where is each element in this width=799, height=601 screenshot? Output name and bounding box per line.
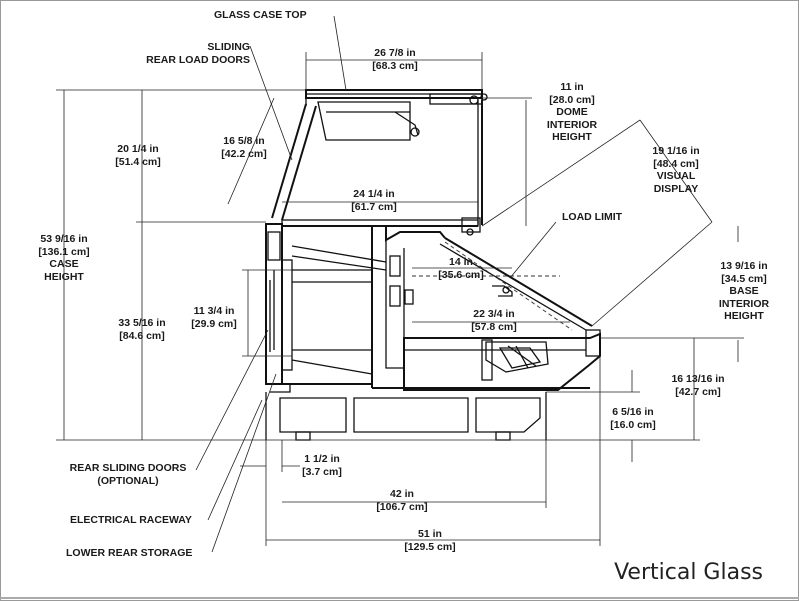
six-five-cm: [16.0 cm] bbox=[610, 418, 656, 431]
one-half-in: 1 1/2 in bbox=[304, 453, 340, 465]
storage-cm: [29.9 cm] bbox=[191, 317, 237, 330]
forty-two-in: 42 in bbox=[390, 488, 414, 500]
case-line-2: HEIGHT bbox=[44, 270, 84, 283]
fourteen-cm: [35.6 cm] bbox=[438, 268, 484, 281]
lower-cm: [84.6 cm] bbox=[119, 329, 165, 342]
sliding-rear-line-1: SLIDING bbox=[207, 41, 250, 53]
case-cm: [136.1 cm] bbox=[38, 245, 90, 258]
storage-height-dimension: 11 3/4 in [29.9 cm] bbox=[180, 305, 248, 330]
forty-two-cm: [106.7 cm] bbox=[376, 500, 428, 513]
six-five-dimension: 6 5/16 in [16.0 cm] bbox=[598, 406, 668, 431]
upper-cm: [51.4 cm] bbox=[115, 155, 161, 168]
base-line-1: BASE bbox=[729, 285, 759, 297]
dome-line-1: DOME bbox=[556, 106, 588, 118]
upper-in: 20 1/4 in bbox=[117, 143, 159, 155]
base-line-3: HEIGHT bbox=[724, 310, 764, 322]
fifty-one-dimension: 51 in [129.5 cm] bbox=[390, 528, 470, 553]
base-line-2: INTERIOR bbox=[718, 297, 770, 310]
top-width-in: 26 7/8 in bbox=[374, 47, 416, 59]
case-in: 53 9/16 in bbox=[40, 233, 88, 245]
dome-interior-height-dimension: 11 in [28.0 cm] DOME INTERIOR HEIGHT bbox=[534, 81, 610, 144]
lower-height-dimension: 33 5/16 in [84.6 cm] bbox=[104, 317, 180, 342]
one-half-dimension: 1 1/2 in [3.7 cm] bbox=[294, 453, 350, 478]
case-height-dimension: 53 9/16 in [136.1 cm] CASE HEIGHT bbox=[22, 233, 106, 283]
base-in: 13 9/16 in bbox=[720, 260, 768, 272]
dome-cm: [28.0 cm] bbox=[549, 93, 595, 106]
one-half-cm: [3.7 cm] bbox=[302, 465, 342, 478]
rear-sliding-line-1: REAR SLIDING DOORS bbox=[69, 462, 187, 474]
deck-depth-dimension: 22 3/4 in [57.8 cm] bbox=[454, 308, 534, 333]
upper-height-dimension: 20 1/4 in [51.4 cm] bbox=[103, 143, 173, 168]
sixteen-thirteen-dimension: 16 13/16 in [42.7 cm] bbox=[660, 373, 736, 398]
fourteen-in-dimension: 14 in [35.6 cm] bbox=[426, 256, 496, 281]
glass-cm: [42.2 cm] bbox=[221, 147, 267, 160]
deck-cm: [57.8 cm] bbox=[471, 320, 517, 333]
deck-in: 22 3/4 in bbox=[473, 308, 515, 320]
top-width-dimension: 26 7/8 in [68.3 cm] bbox=[350, 47, 440, 72]
sliding-rear-load-doors-label: SLIDING REAR LOAD DOORS bbox=[124, 41, 250, 66]
shelf-depth-dimension: 24 1/4 in [61.7 cm] bbox=[336, 188, 412, 213]
load-limit-label: LOAD LIMIT bbox=[562, 211, 623, 223]
visual-line-1: VISUAL bbox=[656, 170, 696, 182]
electrical-raceway-label: ELECTRICAL RACEWAY bbox=[70, 514, 192, 526]
rear-sliding-doors-label: REAR SLIDING DOORS (OPTIONAL) bbox=[58, 462, 198, 487]
visual-display-dimension: 19 1/16 in [48.4 cm] VISUAL DISPLAY bbox=[638, 145, 714, 195]
base-interior-height-dimension: 13 9/16 in [34.5 cm] BASE INTERIOR HEIGH… bbox=[706, 260, 782, 323]
lower-in: 33 5/16 in bbox=[118, 317, 166, 329]
fourteen-in: 14 in bbox=[449, 256, 473, 268]
rear-sliding-line-2: (OPTIONAL) bbox=[97, 474, 159, 487]
glass-in: 16 5/8 in bbox=[223, 135, 265, 147]
sliding-rear-line-2: REAR LOAD DOORS bbox=[146, 53, 250, 66]
fifty-one-in: 51 in bbox=[418, 528, 442, 540]
rear-glass-dimension: 16 5/8 in [42.2 cm] bbox=[208, 135, 280, 160]
top-width-cm: [68.3 cm] bbox=[372, 59, 418, 72]
visual-in: 19 1/16 in bbox=[652, 145, 700, 157]
glass-case-top-label: GLASS CASE TOP bbox=[214, 9, 307, 21]
storage-in: 11 3/4 in bbox=[193, 305, 235, 317]
base-cm: [34.5 cm] bbox=[721, 272, 767, 285]
six-five-in: 6 5/16 in bbox=[612, 406, 654, 418]
dome-line-3: HEIGHT bbox=[552, 131, 592, 143]
visual-cm: [48.4 cm] bbox=[653, 157, 699, 170]
visual-line-2: DISPLAY bbox=[653, 182, 699, 195]
dome-in: 11 in bbox=[560, 81, 584, 93]
case-outline bbox=[265, 89, 601, 441]
lower-rear-storage-label: LOWER REAR STORAGE bbox=[66, 547, 193, 559]
fifty-one-cm: [129.5 cm] bbox=[404, 540, 456, 553]
shelf-cm: [61.7 cm] bbox=[351, 200, 397, 213]
shelf-in: 24 1/4 in bbox=[353, 188, 395, 200]
sixteen-thirteen-cm: [42.7 cm] bbox=[675, 385, 721, 398]
diagram-caption: Vertical Glass bbox=[614, 560, 763, 585]
dome-line-2: INTERIOR bbox=[546, 118, 598, 131]
case-line-1: CASE bbox=[49, 258, 79, 270]
dimension-lines bbox=[56, 15, 744, 553]
forty-two-dimension: 42 in [106.7 cm] bbox=[362, 488, 442, 513]
sixteen-thirteen-in: 16 13/16 in bbox=[671, 373, 725, 385]
